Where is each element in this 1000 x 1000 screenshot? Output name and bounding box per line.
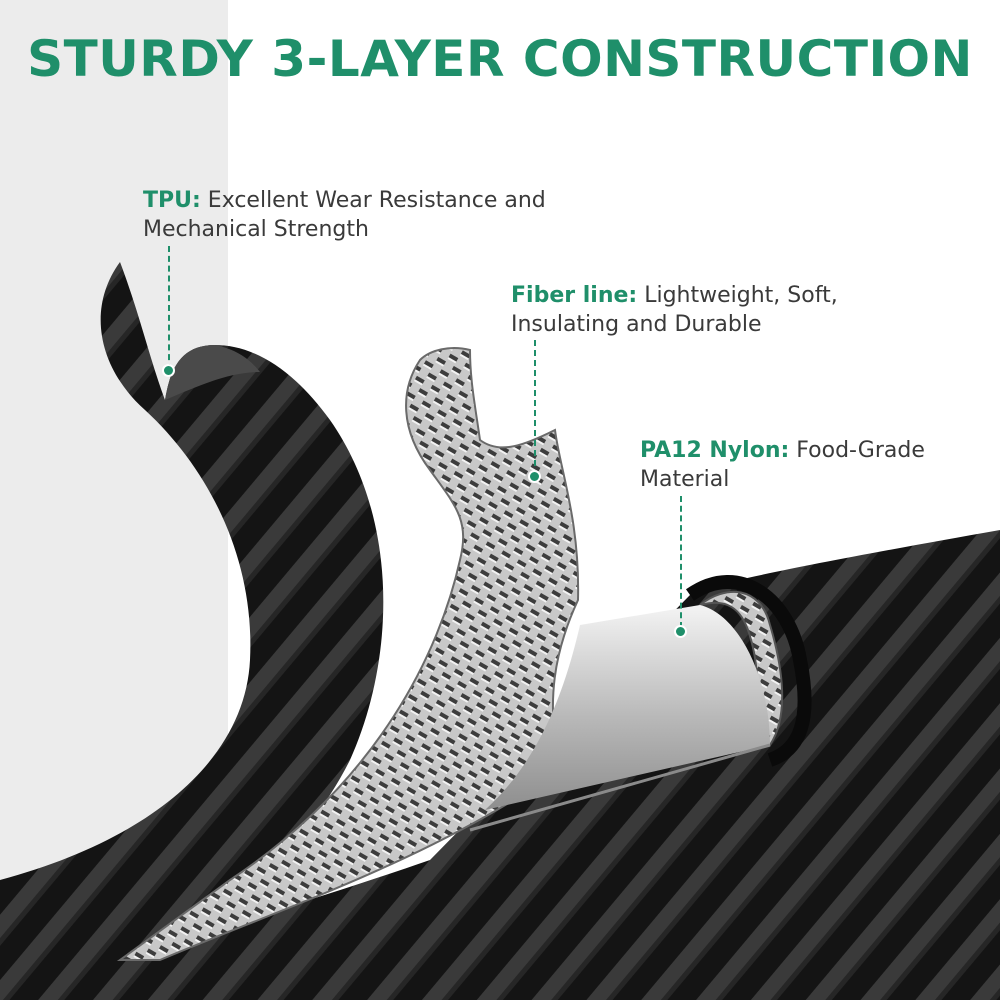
marker-dot-nylon: [674, 625, 687, 638]
callout-tpu-key: TPU:: [143, 188, 201, 213]
marker-dot-fiber: [528, 470, 541, 483]
callout-tpu-text: Excellent Wear Resistance and Mechanical…: [143, 188, 546, 242]
tpu-jacket-inner-face: [165, 345, 260, 400]
callout-nylon: PA12 Nylon: Food-Grade Material: [640, 436, 970, 494]
callout-fiber: Fiber line: Lightweight, Soft, Insulatin…: [511, 281, 911, 339]
leader-line-fiber: [534, 340, 536, 476]
callout-nylon-text: Food-Grade Material: [640, 438, 925, 492]
tpu-jacket-main: [0, 530, 1000, 1000]
callout-fiber-key: Fiber line:: [511, 283, 638, 308]
callout-tpu: TPU: Excellent Wear Resistance and Mecha…: [143, 186, 613, 244]
tpu-jacket-peeled-layer: [0, 262, 384, 1000]
nylon-core: [485, 605, 770, 810]
fiber-braid-layer: [116, 347, 580, 961]
marker-dot-tpu: [162, 364, 175, 377]
callout-nylon-key: PA12 Nylon:: [640, 438, 790, 463]
leader-line-nylon: [680, 496, 682, 628]
page-title: STURDY 3-LAYER CONSTRUCTION: [27, 30, 973, 88]
callout-fiber-text: Lightweight, Soft, Insulating and Durabl…: [511, 283, 838, 337]
leader-line-tpu: [168, 246, 170, 370]
